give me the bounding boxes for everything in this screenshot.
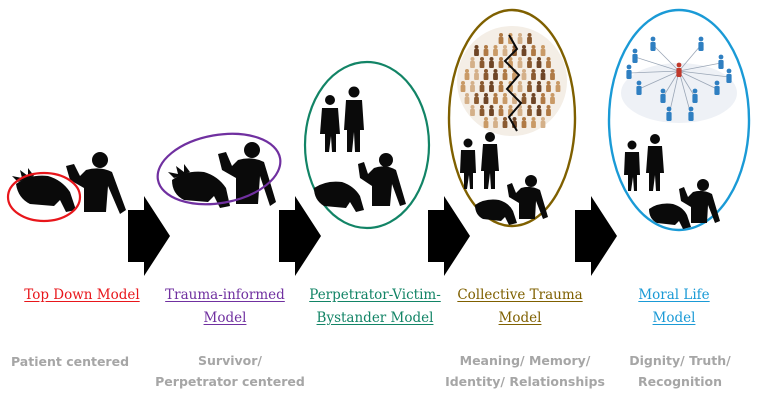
- crouching-figure-icon: [649, 203, 691, 229]
- bystander-figures-icon: [624, 134, 664, 191]
- crowd-icon: [457, 26, 567, 136]
- crouching-figure-icon: [168, 164, 230, 208]
- top-down-title: Top Down Model: [24, 287, 140, 303]
- arrow-3-icon: [428, 196, 470, 276]
- standing-figure-icon: [218, 142, 276, 206]
- standing-figure-icon: [507, 175, 548, 219]
- collective-trauma-highlight-ellipse: [447, 8, 577, 228]
- pvb-highlight-ellipse: [303, 60, 431, 230]
- standing-figure-icon: [358, 153, 406, 206]
- top-down-illustration: [6, 152, 126, 223]
- trauma-informed-subtitle: Survivor/ Perpetrator centered: [155, 353, 305, 389]
- top-down-highlight-ellipse: [6, 171, 82, 223]
- trauma-informed-title: Trauma-informed Model: [165, 287, 285, 326]
- perpetrator-victim-bystander-illustration: [303, 60, 431, 230]
- moral-life-subtitle: Dignity/ Truth/ Recognition: [629, 353, 731, 389]
- collective-trauma-subtitle: Meaning/ Memory/ Identity/ Relationships: [445, 353, 605, 389]
- moral-life-title: Moral Life Model: [638, 287, 710, 326]
- collective-trauma-title: Collective Trauma Model: [457, 287, 583, 326]
- arrow-4-icon: [575, 196, 617, 276]
- moral-life-illustration: [607, 8, 751, 232]
- bystander-figures-icon: [320, 86, 364, 152]
- collective-trauma-illustration: [447, 8, 577, 228]
- trauma-informed-highlight-ellipse: [156, 132, 282, 206]
- arrow-1-icon: [128, 196, 170, 276]
- bystander-figures-icon: [460, 132, 499, 189]
- network-icon: [621, 36, 737, 123]
- moral-life-highlight-ellipse: [607, 8, 751, 232]
- trauma-informed-illustration: [156, 132, 282, 208]
- standing-figure-icon: [679, 179, 720, 223]
- top-down-subtitle: Patient centered: [10, 354, 130, 369]
- standing-figure-icon: [66, 152, 126, 214]
- crouching-figure-icon: [314, 181, 364, 212]
- crouching-figure-icon: [475, 199, 517, 225]
- crouching-figure-icon: [12, 168, 76, 212]
- pvb-title: Perpetrator-Victim- Bystander Model: [309, 287, 441, 326]
- arrow-2-icon: [279, 196, 321, 276]
